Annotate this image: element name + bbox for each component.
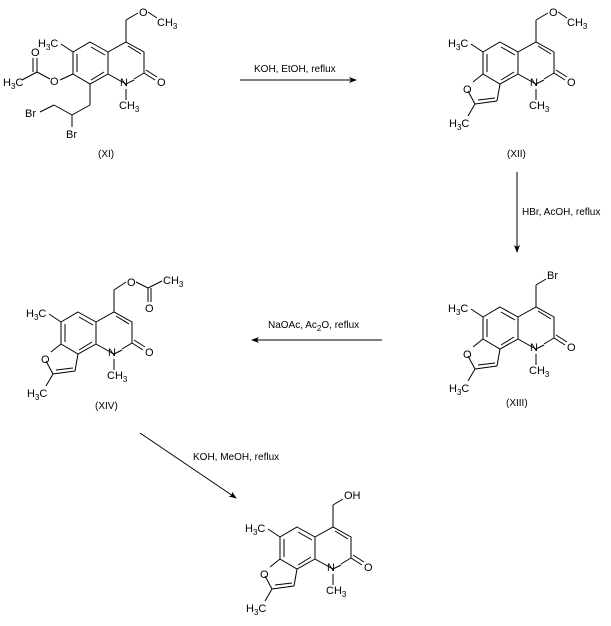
compound-xii: N O O CH3 CH3 H3C O H3C (XII) (448, 7, 588, 160)
n-methyl: CH3 (326, 585, 347, 599)
atom-o-ester: O (127, 277, 136, 289)
n-methyl: CH3 (119, 100, 140, 114)
compound-label-xi: (XI) (98, 149, 114, 160)
atom-br-2: Br (66, 129, 77, 141)
acetyl-ch3: CH3 (163, 275, 184, 289)
compound-xi: N O O CH3 CH3 H3C O O H3C Br Br (XI) (3, 7, 178, 160)
n-methyl: CH3 (107, 370, 128, 384)
atom-o-furan: O (463, 84, 472, 96)
atom-o-carbonyl: O (145, 347, 154, 359)
atom-o-ether: O (139, 7, 148, 19)
compound-label-xii: (XII) (507, 149, 526, 160)
furan-methyl: H3C (449, 383, 469, 397)
c6-methyl: H3C (26, 308, 46, 322)
n-methyl: CH3 (529, 100, 550, 114)
compound-label-xiv: (XIV) (95, 401, 118, 412)
atom-n: N (530, 342, 538, 354)
atom-o-furan: O (463, 349, 472, 361)
c6-methyl: H3C (245, 523, 265, 537)
c6-methyl: H3C (448, 303, 468, 317)
step-4: KOH, MeOH, reflux (139, 432, 279, 499)
compound-label-xiii: (XIII) (506, 398, 528, 409)
atom-o-ether: O (549, 7, 558, 19)
furan-methyl: H3C (246, 603, 266, 617)
atom-n: N (327, 562, 335, 574)
atom-o-carbonyl: O (567, 77, 576, 89)
atom-o-furan: O (41, 354, 50, 366)
arrow-diagonal (139, 432, 237, 499)
conditions-step-4: KOH, MeOH, reflux (193, 452, 279, 463)
conditions-step-1: KOH, EtOH, reflux (254, 64, 336, 75)
atom-o-furan: O (260, 569, 269, 581)
hydroxyl: OH (344, 490, 361, 502)
atom-o-acyl: O (145, 303, 154, 315)
c6-methyl: H3C (38, 38, 58, 52)
methoxy-ch3: CH3 (567, 17, 588, 31)
acetyl-ch3: H3C (3, 77, 23, 91)
compound-xiii: N O Br CH3 H3C O H3C (XIII) (448, 270, 576, 409)
n-methyl: CH3 (529, 365, 550, 379)
step-1: KOH, EtOH, reflux (240, 64, 357, 83)
step-3: NaOAc, Ac2O, reflux (251, 320, 382, 343)
conditions-step-3: NaOAc, Ac2O, reflux (268, 320, 359, 333)
atom-o-carbonyl: O (567, 342, 576, 354)
atom-o-carbonyl: O (364, 562, 373, 574)
atom-br-1: Br (25, 108, 36, 120)
atom-o-acyl: O (31, 47, 40, 59)
atom-o-carbonyl: O (157, 77, 166, 89)
step-2: HBr, AcOH, reflux (514, 172, 600, 253)
conditions-step-2: HBr, AcOH, reflux (522, 207, 600, 218)
atom-n: N (120, 77, 128, 89)
atom-n: N (530, 77, 538, 89)
compound-xv: N O OH CH3 H3C O H3C (245, 490, 373, 617)
methoxy-ch3: CH3 (157, 17, 178, 31)
c6-methyl: H3C (448, 38, 468, 52)
compound-xiv: N O O O CH3 CH3 H3C O H3C (XIV) (26, 275, 184, 412)
furan-methyl: H3C (449, 118, 469, 132)
atom-o-ester: O (50, 76, 59, 88)
atom-br: Br (547, 270, 558, 282)
atom-n: N (108, 347, 116, 359)
furan-methyl: H3C (27, 388, 47, 402)
